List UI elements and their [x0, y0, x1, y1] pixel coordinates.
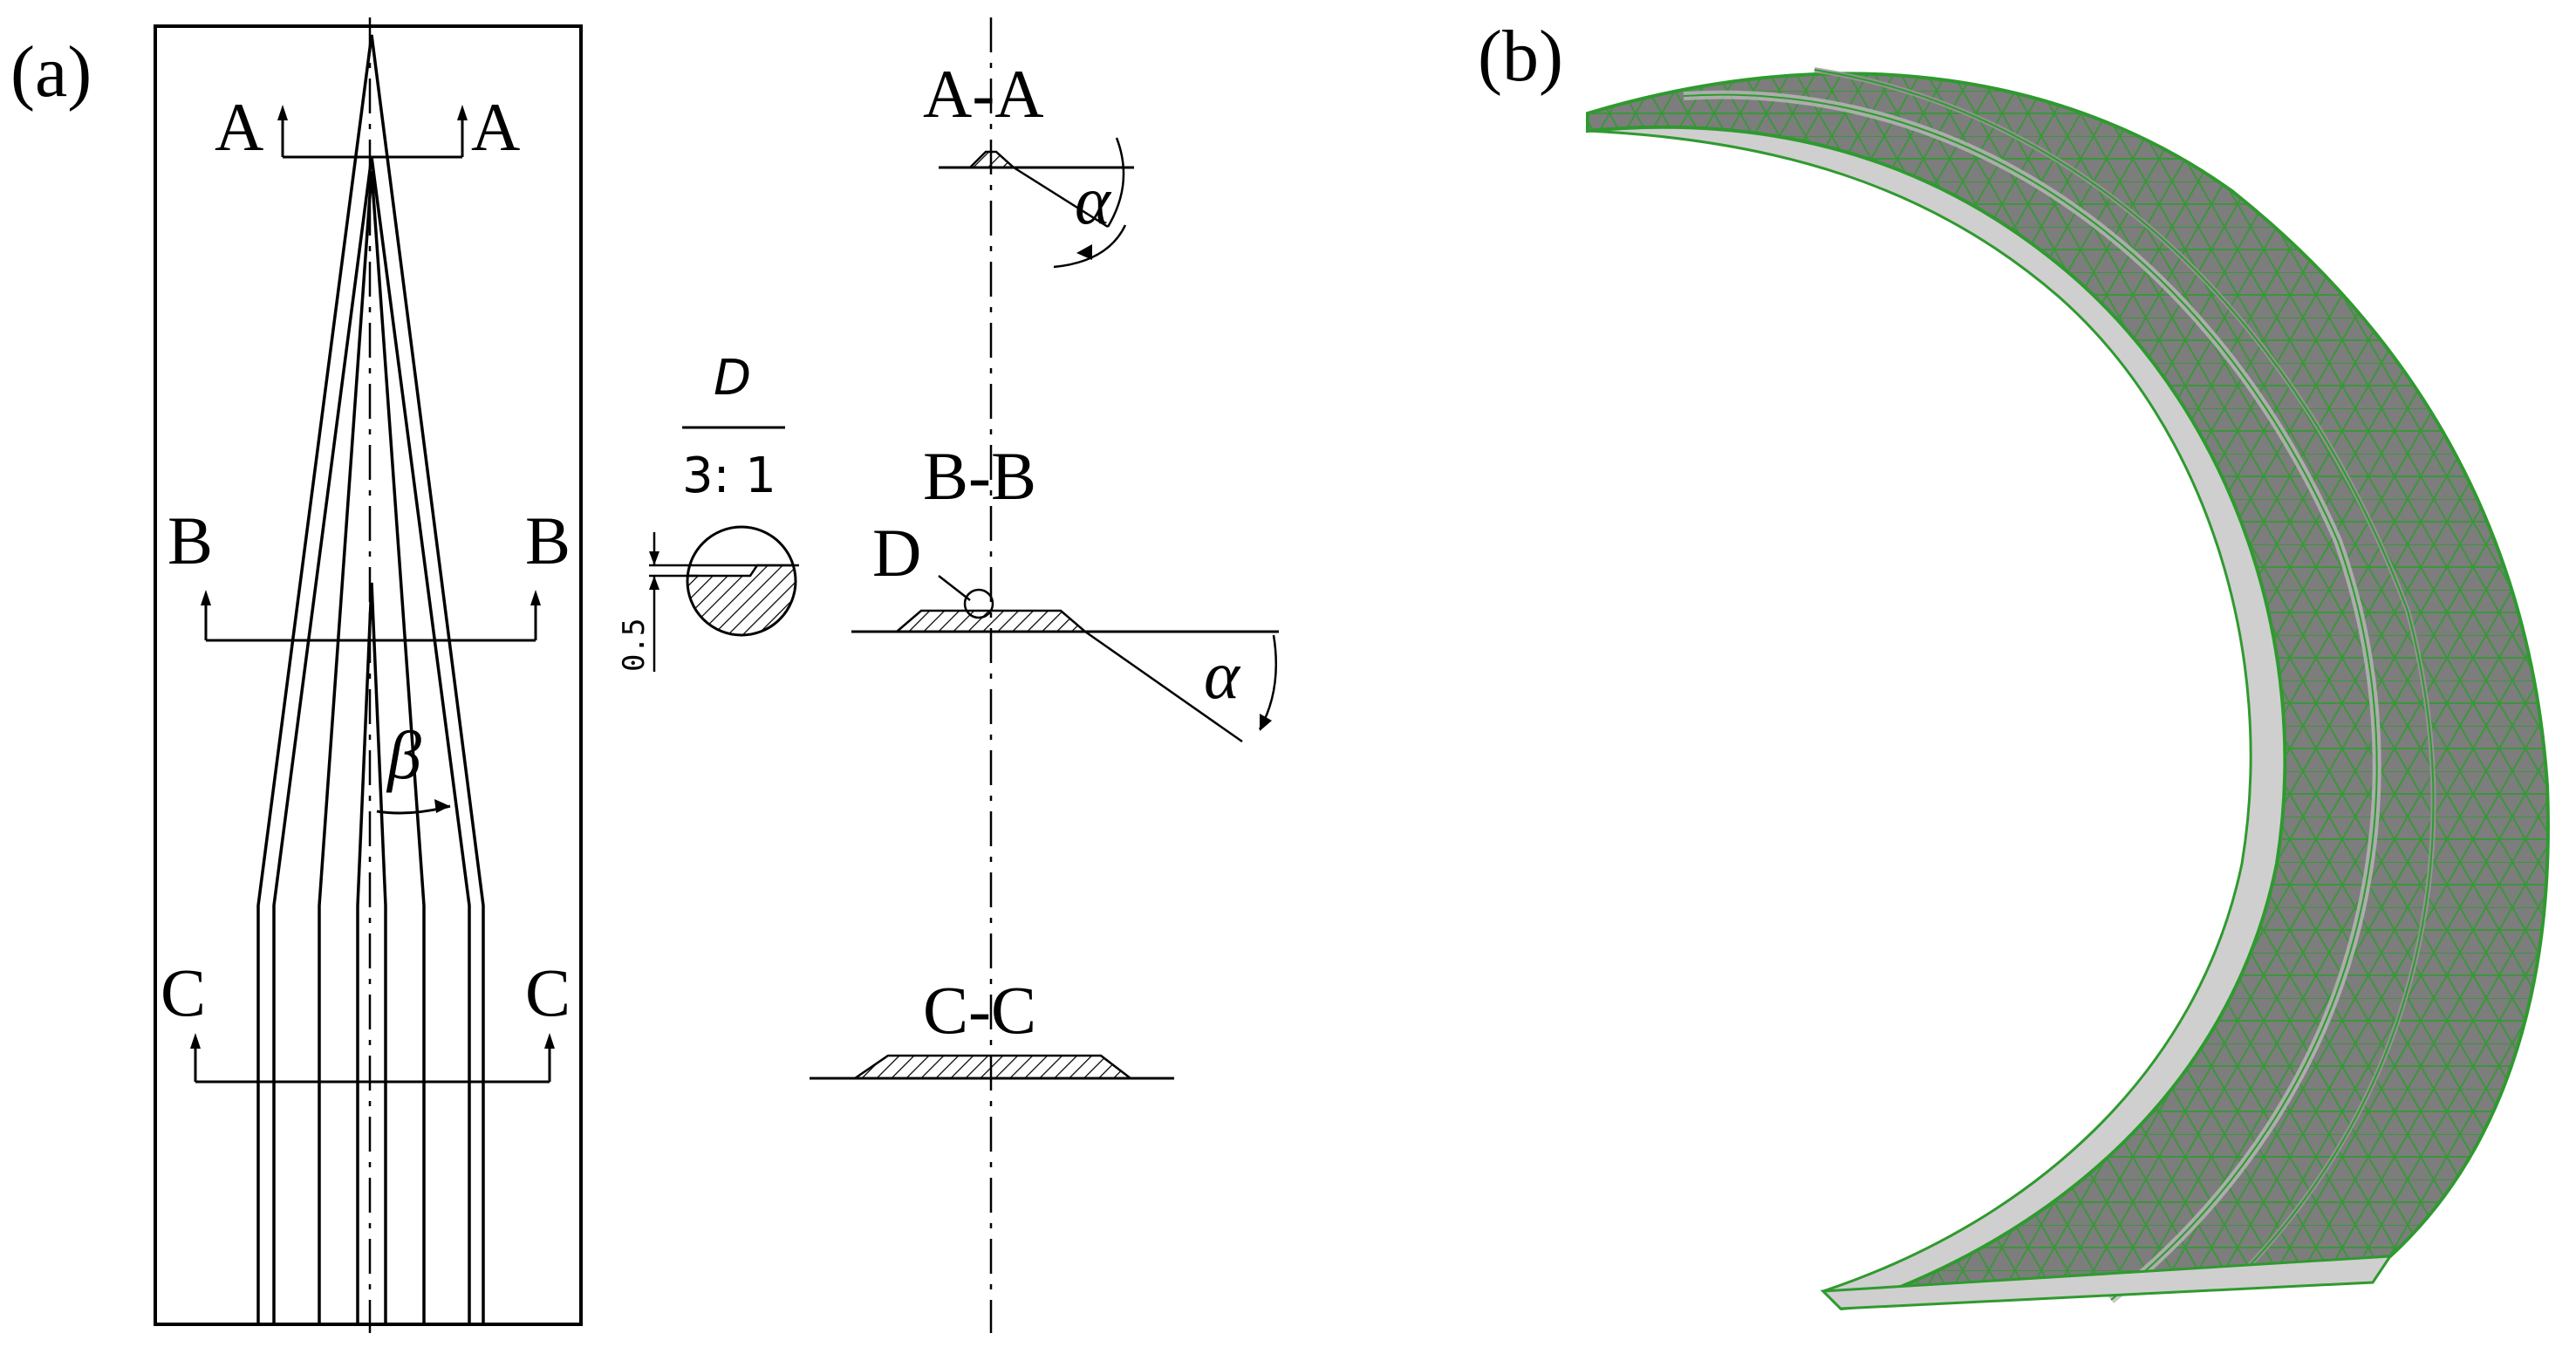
- arrow-aa-right: [457, 105, 468, 120]
- cc-rib-section: [851, 1054, 1134, 1080]
- section-label-a-left: A: [215, 89, 263, 165]
- bb-detail-leader: [938, 575, 971, 601]
- panel-b-label: (b): [1478, 16, 1563, 97]
- bb-slope-line: [1084, 630, 1243, 743]
- section-label-b-left: B: [167, 503, 213, 578]
- shell-band-2-edge: [1814, 69, 2435, 1283]
- plate-outline: [154, 24, 583, 1326]
- detail-tag: D: [714, 350, 751, 407]
- dimension-value: 0.5: [617, 619, 652, 672]
- dim-arrow-bottom: [649, 576, 659, 590]
- shell-band-1-edge: [1683, 93, 2378, 1301]
- section-line-aa: [281, 112, 464, 159]
- meshed-curved-shell: [1586, 67, 2550, 1310]
- aa-rib-section: [967, 150, 1017, 169]
- panel-a-label: (a): [10, 31, 92, 113]
- bb-rib-section: [893, 609, 1089, 633]
- bb-alpha-arrow: [1260, 714, 1272, 731]
- aa-alpha-arc-1: [1106, 137, 1125, 228]
- detail-letter: D: [872, 515, 921, 591]
- bb-detail-circle: [963, 588, 994, 619]
- aa-alpha-arc-2: [1053, 224, 1127, 269]
- arrow-bb-right: [530, 590, 541, 605]
- aa-alpha-symbol: α: [1075, 162, 1112, 238]
- section-line-cc: [194, 1042, 551, 1084]
- dim-arrow-top: [649, 551, 659, 565]
- section-label-c-left: C: [161, 954, 206, 1030]
- aa-slope-line: [1013, 166, 1109, 229]
- arrow-cc-right: [544, 1033, 555, 1049]
- view-title-bb: B-B: [923, 438, 1036, 514]
- aa-alpha-arrow: [1076, 244, 1092, 260]
- beta-symbol: β: [386, 717, 421, 793]
- beta-arrow: [434, 799, 450, 813]
- shell-mesh: [1588, 73, 2548, 1309]
- section-label-a-right: A: [471, 89, 520, 165]
- view-title-cc: C-C: [923, 972, 1036, 1048]
- view-title-aa: A-A: [923, 56, 1044, 132]
- section-label-b-right: B: [525, 503, 571, 578]
- section-label-c-right: C: [525, 954, 571, 1030]
- arrow-bb-left: [201, 590, 211, 605]
- shell-bottom-edge: [1820, 1255, 2393, 1310]
- detail-scale: 3: 1: [682, 448, 776, 504]
- arrow-cc-left: [190, 1033, 201, 1049]
- detail-view-section: [687, 564, 796, 635]
- bb-alpha-symbol: α: [1204, 637, 1241, 713]
- arrow-aa-left: [277, 105, 288, 120]
